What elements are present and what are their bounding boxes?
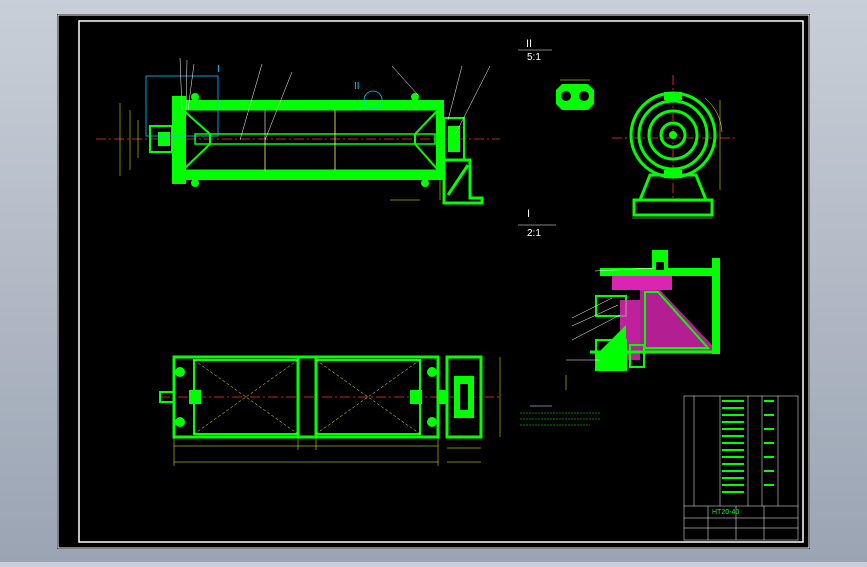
support-stand <box>442 158 484 205</box>
drum-bottom-wall <box>183 170 438 180</box>
detail-i-callout-label: I <box>217 64 220 75</box>
detail-i-scale: 2:1 <box>527 228 541 239</box>
title-block-model-code: HT20-40 <box>712 509 739 516</box>
technical-notes <box>520 405 600 426</box>
parts-list-rows <box>722 400 774 493</box>
drum-top-wall <box>183 100 438 110</box>
end-view[interactable] <box>612 75 735 219</box>
end-view-base <box>632 198 714 217</box>
sheet-outer-border <box>57 14 810 549</box>
plan-view-dimensions <box>173 357 501 466</box>
detail-ii-callout-label: II <box>354 81 360 92</box>
plan-view[interactable] <box>159 355 501 466</box>
right-end-flange <box>436 100 444 180</box>
parts-list-title-block[interactable] <box>683 395 799 541</box>
main-view-dimensions <box>119 103 441 201</box>
sheet-inner-border <box>78 20 804 543</box>
detail-i-roman: I <box>527 208 530 220</box>
detail-ii-profile <box>556 84 594 110</box>
left-bearing-housing <box>149 125 173 153</box>
detail-i[interactable]: I 2:1 <box>518 208 720 390</box>
detail-ii-roman: II <box>526 38 532 50</box>
main-section-view[interactable]: I II <box>96 57 500 205</box>
drum-shaft <box>194 133 436 145</box>
detail-ii-callout-circle[interactable] <box>363 90 383 110</box>
detail-i-callout-box[interactable] <box>145 75 219 137</box>
drawing-sheet <box>57 14 810 549</box>
detail-ii[interactable]: II 5:1 <box>518 38 594 110</box>
detail-ii-scale: 5:1 <box>527 52 541 63</box>
left-end-flange <box>172 96 186 184</box>
plan-side-view <box>445 355 483 439</box>
